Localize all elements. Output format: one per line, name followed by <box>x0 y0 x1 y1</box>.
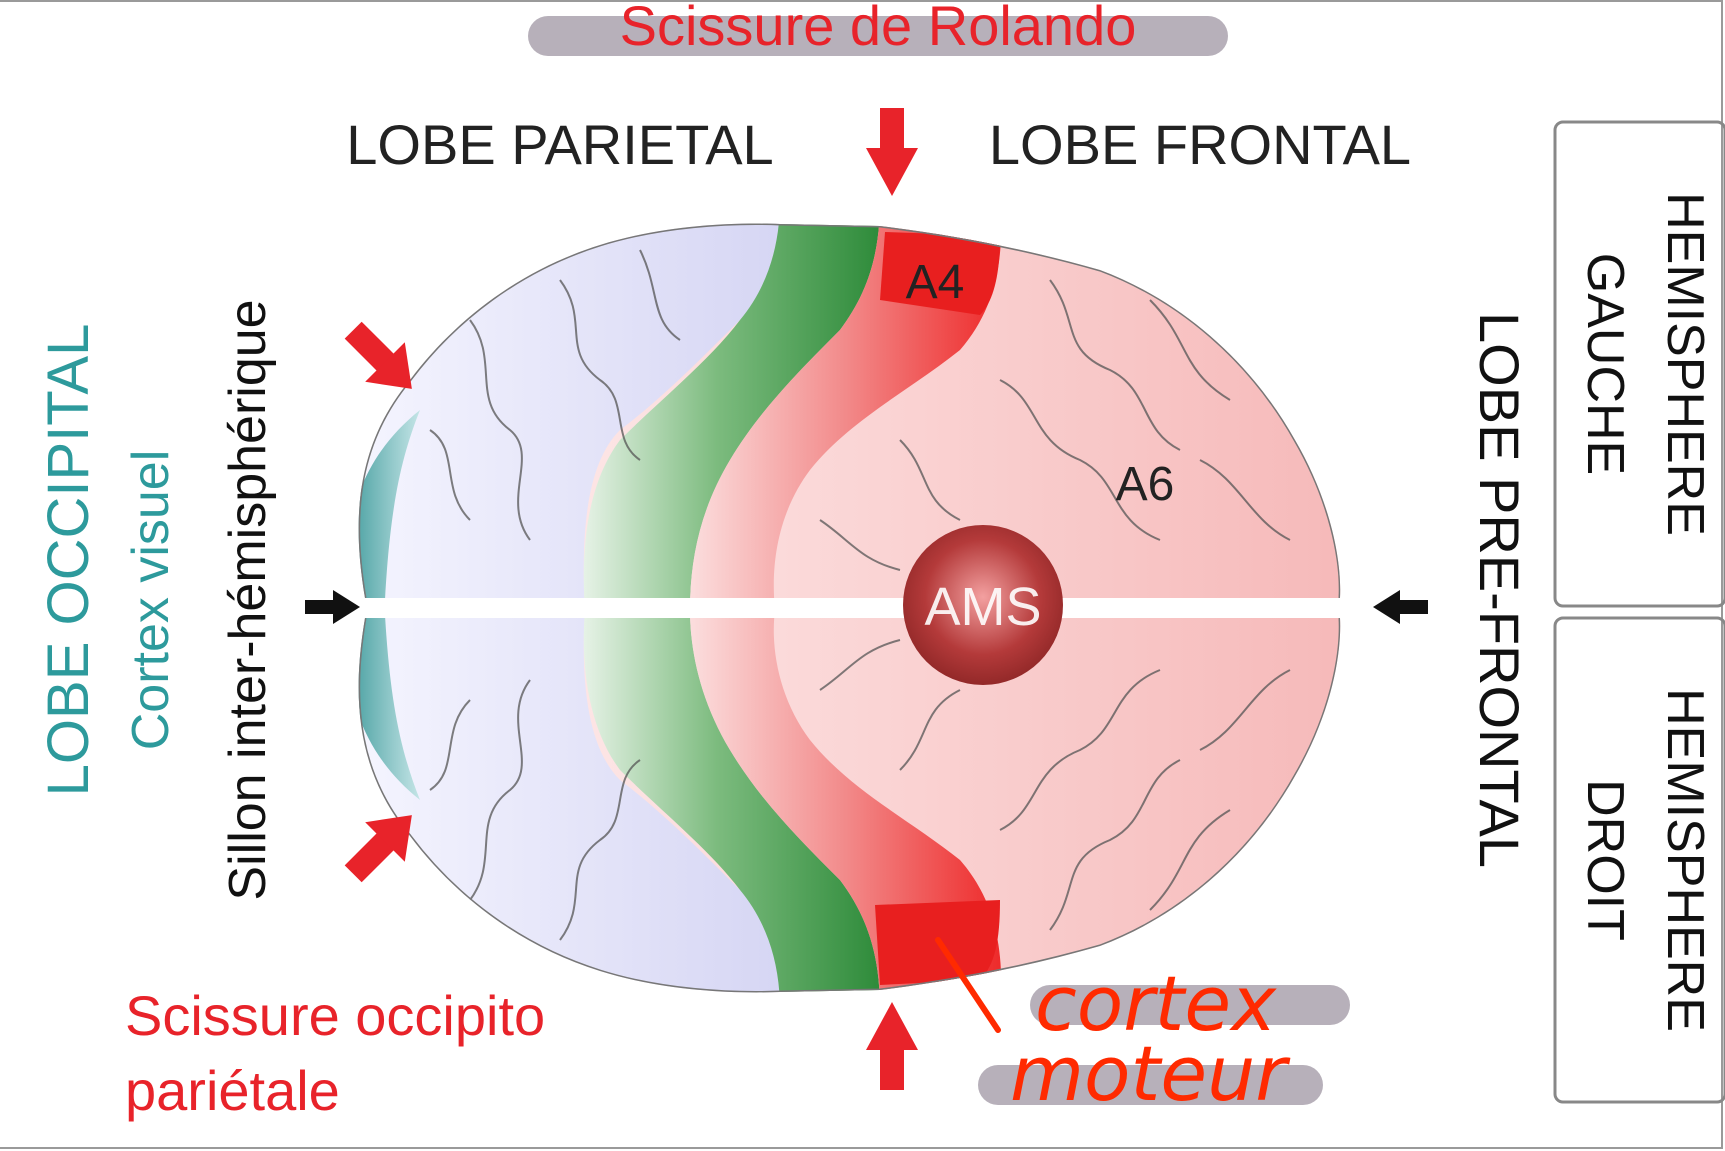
midline-arrow-left-icon <box>305 590 360 624</box>
occipito-label-line1: Scissure occipito <box>125 984 545 1047</box>
hemi-gauche-line1: HEMISPHERE <box>1656 192 1714 536</box>
hemi-droit-line2: DROIT <box>1576 779 1634 941</box>
rolando-arrow-down-icon <box>866 108 918 196</box>
cortex-highlight <box>1030 985 1350 1025</box>
left-hemisphere <box>358 223 1341 598</box>
hemi-gauche-line2: GAUCHE <box>1576 253 1634 475</box>
lobe-prefrontal-label: LOBE PRE-FRONTAL <box>1468 312 1531 868</box>
moteur-highlight <box>978 1065 1323 1105</box>
hemisphere-gauche-box <box>1553 120 1725 608</box>
handwritten-cortex: cortex <box>1035 959 1277 1048</box>
rolando-title: Scissure de Rolando <box>620 0 1137 57</box>
rolando-highlight <box>528 16 1228 56</box>
occipito-arrow-top-icon <box>344 321 412 389</box>
occipito-label-line2: pariétale <box>125 1059 340 1122</box>
lobe-frontal-label: LOBE FRONTAL <box>989 113 1411 176</box>
rolando-arrow-up-icon <box>866 1002 918 1090</box>
lobe-occipital-label: LOBE OCCIPITAL <box>36 324 101 797</box>
ams-label: AMS <box>924 577 1041 637</box>
ams-region <box>903 525 1063 685</box>
midline-arrow-right-icon <box>1373 590 1428 624</box>
a6-label: A6 <box>1116 458 1175 511</box>
hemisphere-droit-box <box>1553 616 1725 1104</box>
annotation-pointer <box>935 937 1001 1033</box>
occipito-arrow-bottom-icon <box>344 815 412 883</box>
handwritten-moteur: moteur <box>1010 1029 1291 1118</box>
interhemispheric-fissure <box>340 598 1340 618</box>
a4-label: A4 <box>906 256 965 309</box>
sillon-label: Sillon inter-hémisphérique <box>219 299 277 900</box>
hemi-droit-line1: HEMISPHERE <box>1656 688 1714 1032</box>
lobe-parietal-label: LOBE PARIETAL <box>346 113 773 176</box>
cortex-visuel-label: Cortex visuel <box>122 450 180 751</box>
right-hemisphere <box>358 618 1341 993</box>
